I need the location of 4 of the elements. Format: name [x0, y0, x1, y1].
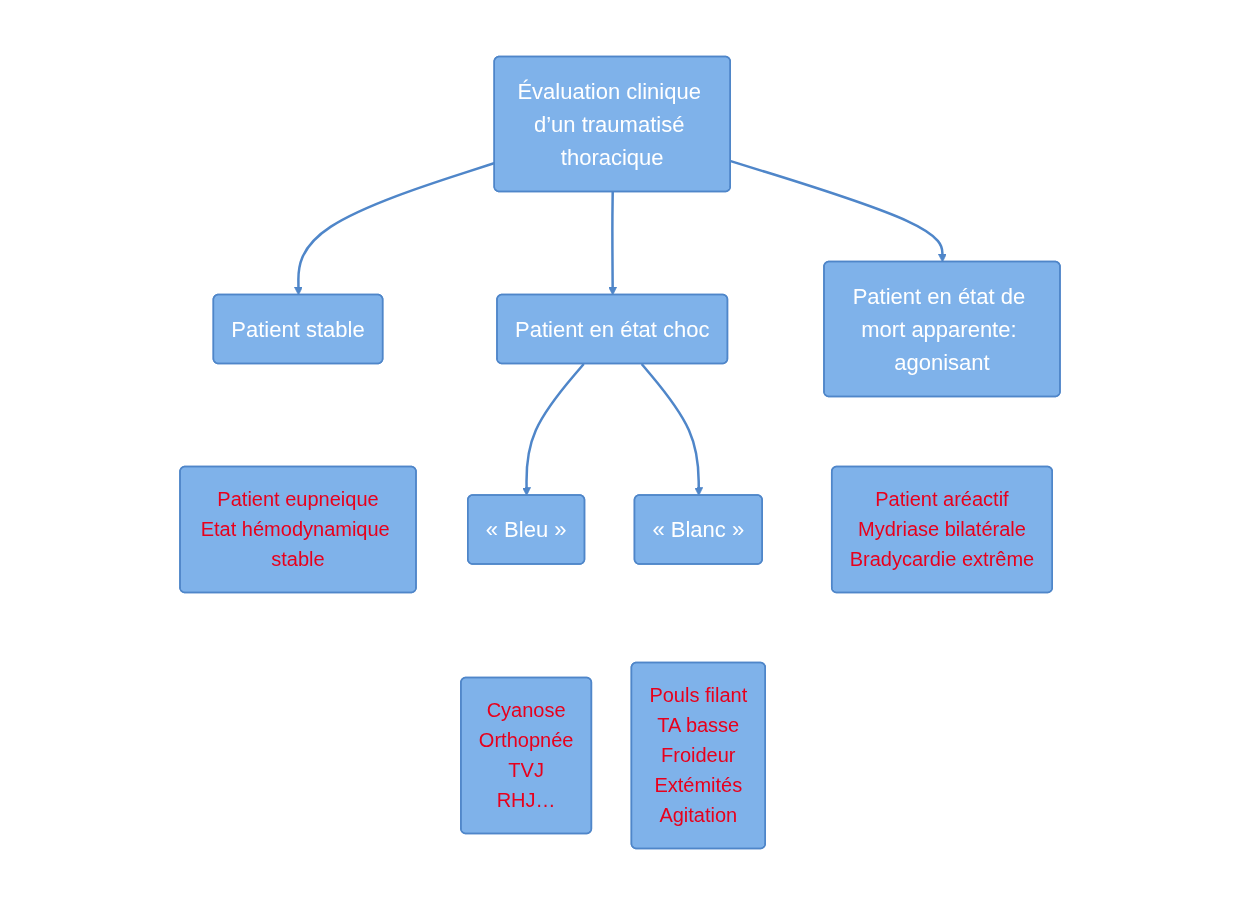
arrow	[640, 363, 703, 496]
arrow	[521, 363, 585, 496]
arrow	[607, 191, 617, 296]
arrow	[729, 160, 947, 263]
